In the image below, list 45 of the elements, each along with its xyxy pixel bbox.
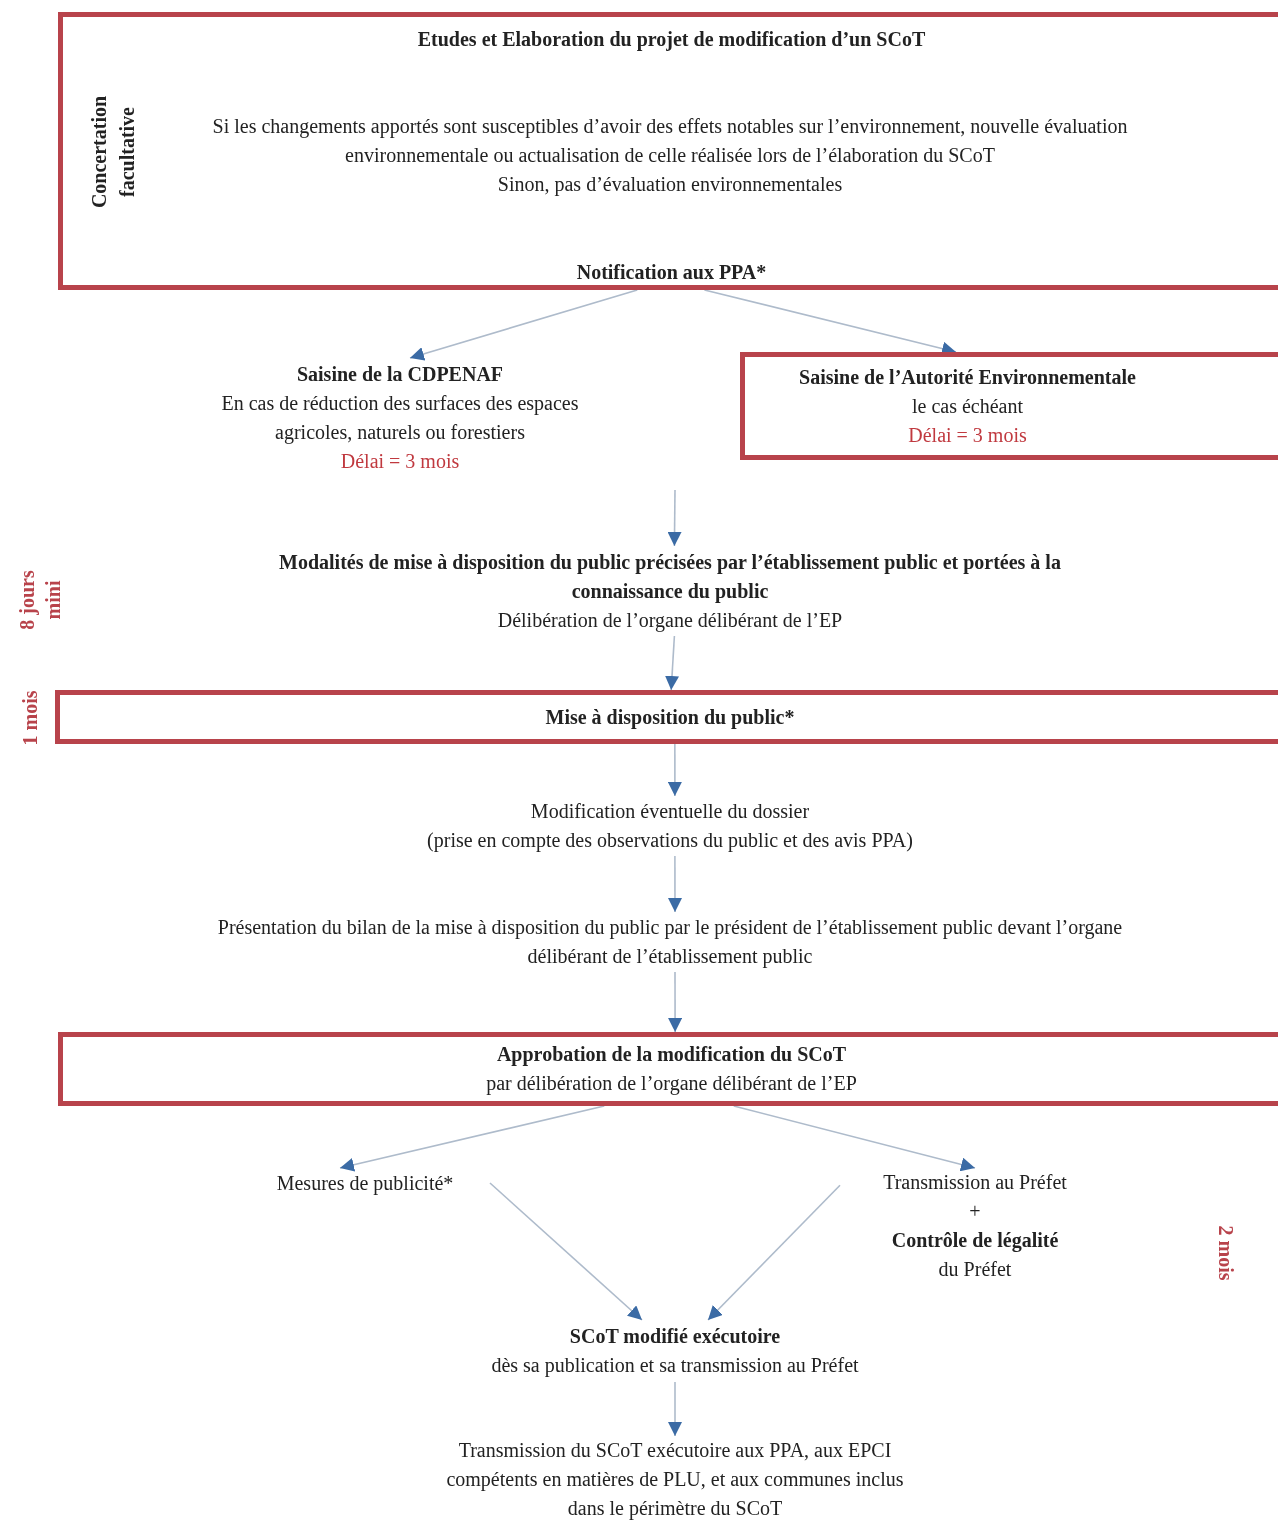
arrow bbox=[667, 489, 682, 547]
body-text: Si les changements apportés sont susceptibles d’avoir des effets notables sur l’environnement, nouvelle évaluation environnementale ou actualisation de celle réalisée lors de l’élaboration du SCoT bbox=[211, 114, 1129, 168]
arrow bbox=[707, 1184, 841, 1321]
arrow bbox=[409, 289, 639, 361]
body-text: Délibération de l’organe délibérant de l’EP bbox=[497, 607, 843, 634]
heading-text: Modalités de mise à disposition du public précisées par l’établissement public et portées à la connaissance du public bbox=[278, 549, 1062, 605]
body-text: Mesures de publicité* bbox=[276, 1170, 454, 1197]
heading-text: Mise à disposition du public* bbox=[545, 704, 795, 731]
process-box bbox=[55, 690, 1278, 744]
body-text: Présentation du bilan de la mise à disposition du public par le président de l’établissement public devant l’organe délibérant de l’établissement public bbox=[216, 915, 1124, 970]
body-text: En cas de réduction des surfaces des espaces agricoles, naturels ou forestiers bbox=[220, 391, 580, 446]
body-text: le cas échéant bbox=[911, 393, 1023, 419]
body-text: + bbox=[969, 1198, 981, 1224]
heading-text: Saisine de l’Autorité Environnementale bbox=[799, 364, 1136, 390]
body-text: par délibération de l’organe délibérant de l’EP bbox=[486, 1071, 857, 1097]
body-text: Transmission au Préfet bbox=[883, 1169, 1067, 1195]
heading-text: Notification aux PPA* bbox=[575, 260, 768, 285]
arrow bbox=[667, 743, 682, 797]
process-box bbox=[58, 1032, 1278, 1106]
duration-label: 1 mois bbox=[18, 689, 42, 748]
arrow bbox=[668, 971, 683, 1033]
arrow bbox=[732, 1105, 976, 1172]
heading-text: Etudes et Elaboration du projet de modification d’un SCoT bbox=[416, 27, 927, 53]
body-text: (prise en compte des observations du public et des avis PPA) bbox=[427, 828, 913, 854]
duration-label: 8 jours mini bbox=[15, 569, 65, 632]
process-box bbox=[740, 352, 1278, 460]
body-text: Sinon, pas d’évaluation environnementales bbox=[496, 172, 844, 198]
heading-text: Saisine de la CDPENAF bbox=[296, 362, 504, 387]
heading-text: Contrôle de légalité bbox=[891, 1227, 1059, 1254]
body-text: du Préfet bbox=[938, 1256, 1012, 1282]
body-text: dès sa publication et sa transmission au Préfet bbox=[491, 1353, 859, 1379]
duration-label: 2 mois bbox=[1214, 1224, 1238, 1283]
arrow bbox=[339, 1105, 606, 1172]
process-box bbox=[58, 12, 1278, 290]
arrow bbox=[665, 635, 679, 691]
body-text: Modification éventuelle du dossier bbox=[530, 799, 810, 824]
side-label: Concertation facultative bbox=[87, 94, 139, 211]
arrow bbox=[668, 855, 682, 913]
deadline-text: Délai = 3 mois bbox=[340, 449, 460, 474]
arrow bbox=[668, 1381, 682, 1437]
arrow bbox=[489, 1182, 643, 1321]
heading-text: SCoT modifié exécutoire bbox=[569, 1324, 781, 1349]
heading-text: Approbation de la modification du SCoT bbox=[496, 1042, 847, 1068]
deadline-text: Délai = 3 mois bbox=[908, 422, 1027, 448]
body-text: Transmission du SCoT exécutoire aux PPA, aux EPCI compétents en matières de PLU, et aux communes inclus dans le périmètre du SCoT bbox=[445, 1437, 905, 1522]
